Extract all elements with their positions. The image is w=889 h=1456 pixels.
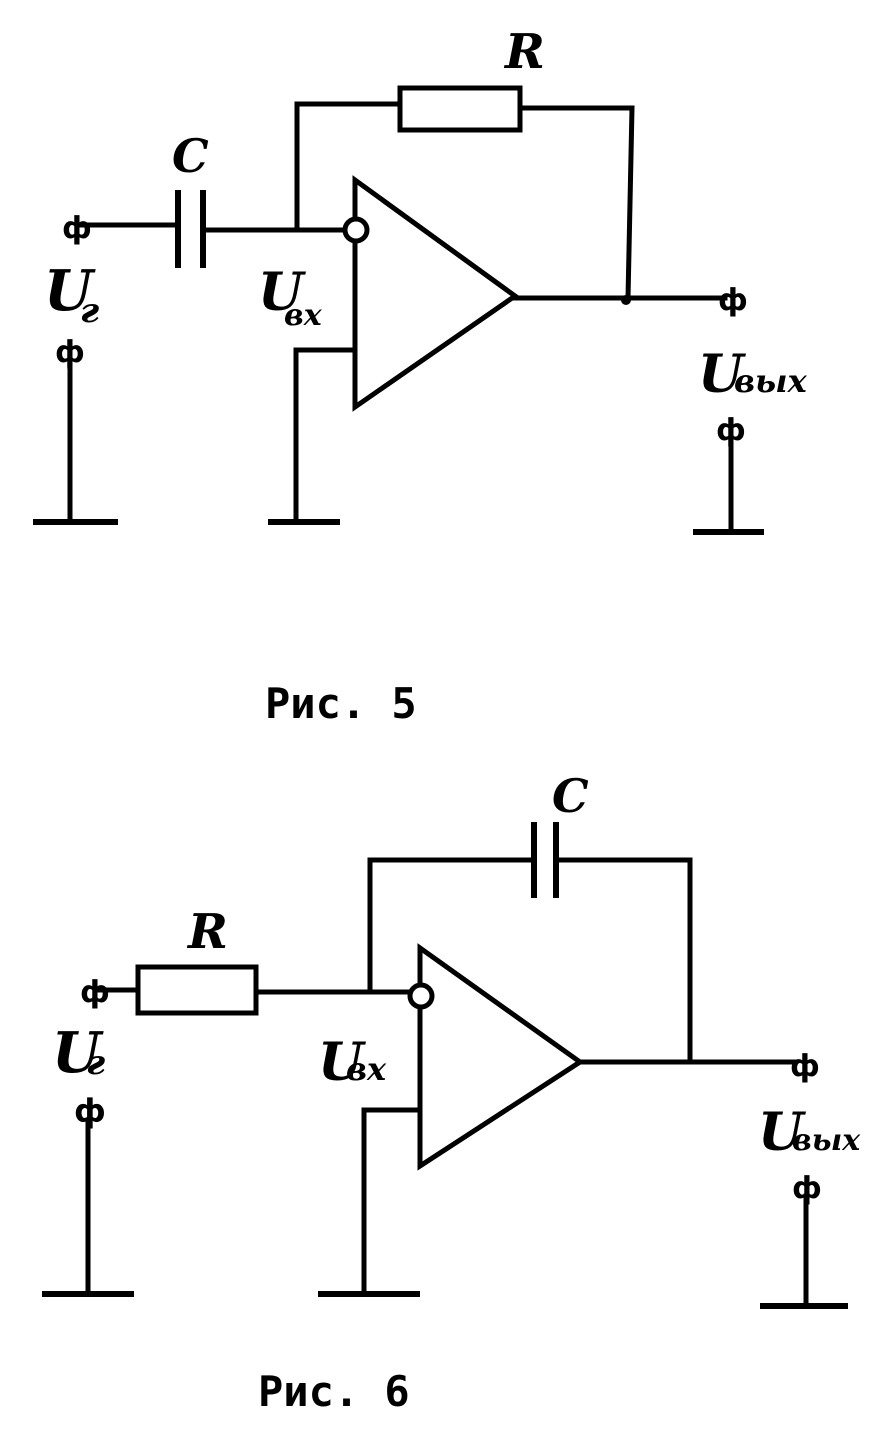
fig6-output-label-main: U [758, 1102, 806, 1163]
fig6-inverting-input-bubble [407, 982, 435, 1010]
fig6-capacitor [531, 822, 559, 898]
fig6-inverting-label-main: U [318, 1032, 366, 1093]
fig5-input-terminal-symbol: ф [62, 211, 92, 246]
fig6-caption: Рис. 6 [258, 1367, 410, 1416]
fig5-op-amp [352, 175, 520, 412]
fig6-input-label-sub: г [86, 1043, 105, 1083]
figure-5-differentiator: ф C R ф U г U вх [33, 24, 808, 728]
fig5-input-terminal: ф [62, 211, 92, 246]
fig6-input-label-main: U [52, 1020, 104, 1086]
fig6-resistor-label: R [186, 904, 228, 960]
fig6-capacitor-label: C [552, 769, 589, 823]
fig5-inverting-input-bubble [342, 216, 370, 244]
fig6-noninverting-ground-wire [361, 1107, 423, 1297]
fig5-capacitor-label: C [172, 129, 209, 183]
fig5-capacitor [175, 190, 206, 268]
fig6-input-label: U г [52, 1020, 105, 1086]
fig6-feedback-wire-left [367, 857, 535, 995]
fig5-output-label-sub: вых [734, 362, 808, 400]
fig5-output-label-main: U [698, 344, 746, 405]
fig5-caption: Рис. 5 [265, 679, 417, 728]
fig5-inverting-label: U вх [258, 262, 323, 333]
fig5-resistor-label: R [503, 24, 545, 80]
fig5-inverting-label-sub: вх [284, 298, 323, 333]
fig5-output-terminal-symbol: ф [718, 283, 748, 318]
fig6-inverting-label: U вх [318, 1032, 387, 1093]
fig5-noninverting-ground-wire [293, 347, 358, 525]
fig6-output-terminal-symbol: ф [790, 1049, 820, 1084]
fig5-resistor [397, 85, 523, 133]
fig6-output-label-sub: вых [792, 1123, 861, 1158]
fig5-inverting-label-main: U [258, 262, 306, 323]
fig5-input-label: U г [44, 258, 99, 331]
fig6-feedback-wire-right [555, 857, 693, 1065]
figure-6-integrator: ф R C ф U г U вх [42, 769, 861, 1416]
fig5-feedback-wire-right [517, 105, 635, 301]
fig6-op-amp [417, 943, 585, 1171]
fig6-inverting-label-sub: вх [346, 1050, 387, 1088]
fig5-output-label: U вых [698, 344, 808, 405]
fig6-resistor [135, 964, 259, 1016]
fig6-output-label: U вых [758, 1102, 861, 1163]
fig5-input-label-main: U [44, 258, 96, 324]
fig5-input-label-sub: г [80, 291, 99, 331]
fig5-feedback-wire-left [294, 101, 403, 233]
fig5-output-junction-dot [621, 295, 631, 305]
